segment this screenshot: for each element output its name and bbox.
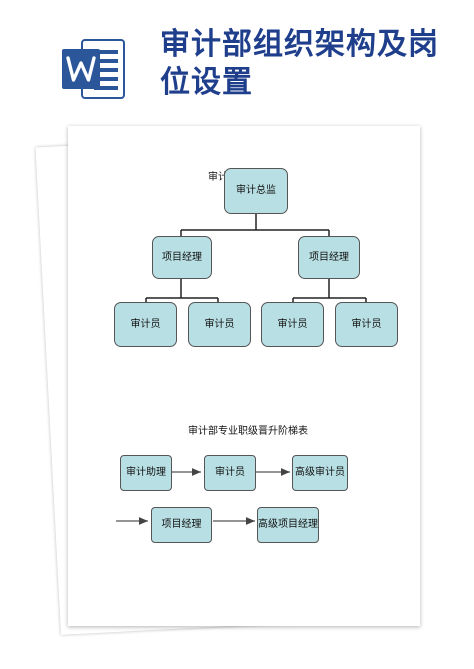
document-page: 审计 审计总监 项目经理 项目经理 审计员 审计员 审计员 审计员 审计部专业职…: [68, 126, 420, 626]
ladder-step-auditor: 审计员: [204, 455, 256, 491]
org-node-director: 审计总监: [224, 168, 288, 214]
page-title: 审计部组织架构及岗位设置: [160, 27, 439, 100]
org-node-auditor: 审计员: [261, 302, 324, 347]
ladder-title: 审计部专业职级晋升阶梯表: [188, 426, 308, 437]
ladder-step-senior-project-manager: 高级项目经理: [257, 507, 319, 543]
org-node-auditor: 审计员: [335, 302, 398, 347]
ladder-step-project-manager: 项目经理: [151, 507, 212, 543]
ladder-step-assistant: 审计助理: [120, 455, 172, 491]
word-icon: [62, 39, 125, 99]
ladder-step-senior-auditor: 高级审计员: [292, 455, 348, 491]
chart-partial-label: 审计: [208, 172, 228, 183]
connector-lines: [116, 214, 367, 525]
org-node-manager: 项目经理: [152, 236, 212, 279]
org-node-auditor: 审计员: [114, 302, 177, 347]
org-node-manager: 项目经理: [298, 236, 360, 279]
org-node-auditor: 审计员: [188, 302, 251, 347]
